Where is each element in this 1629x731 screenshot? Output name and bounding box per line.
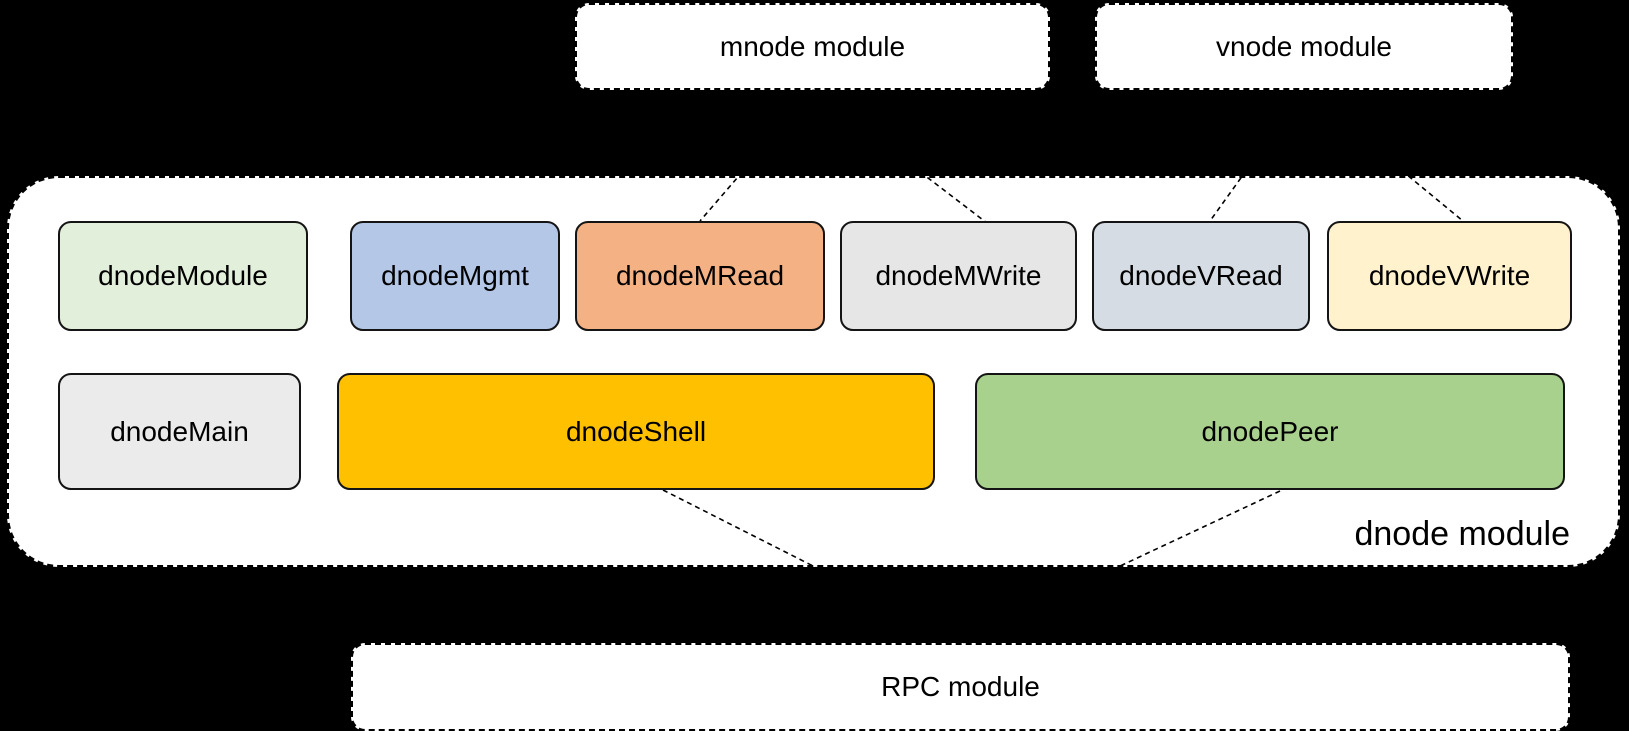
box-dnode-peer-label: dnodePeer bbox=[1201, 415, 1339, 447]
box-dnode-vread-label: dnodeVRead bbox=[1119, 260, 1283, 291]
box-dnode-vwrite-label: dnodeVWrite bbox=[1368, 260, 1531, 291]
box-dnode-mgmt: dnodeMgmt bbox=[350, 221, 560, 331]
box-dnode-vread: dnodeVRead bbox=[1092, 221, 1310, 331]
box-dnode-shell: dnodeShell bbox=[337, 373, 935, 490]
box-dnode-main-label: dnodeMain bbox=[110, 415, 249, 447]
box-dnode-mgmt-label: dnodeMgmt bbox=[381, 260, 529, 291]
rpc-module-box: RPC module bbox=[351, 643, 1570, 731]
dnode-module-label: dnode module bbox=[1354, 515, 1570, 553]
box-dnode-mwrite-label: dnodeMWrite bbox=[875, 260, 1042, 291]
box-dnode-mwrite: dnodeMWrite bbox=[840, 221, 1077, 331]
box-dnode-vwrite: dnodeVWrite bbox=[1327, 221, 1572, 331]
box-dnode-shell-label: dnodeShell bbox=[565, 415, 707, 447]
vnode-module-box: vnode module bbox=[1095, 3, 1513, 90]
box-dnode-mread: dnodeMRead bbox=[575, 221, 825, 331]
box-dnode-module-label: dnodeModule bbox=[98, 260, 268, 291]
box-dnode-main: dnodeMain bbox=[58, 373, 301, 490]
box-dnode-peer: dnodePeer bbox=[975, 373, 1565, 490]
box-dnode-mread-label: dnodeMRead bbox=[615, 260, 785, 291]
box-dnode-module: dnodeModule bbox=[58, 221, 308, 331]
vnode-module-label: vnode module bbox=[1216, 30, 1392, 62]
mnode-module-label: mnode module bbox=[719, 30, 906, 62]
mnode-module-box: mnode module bbox=[575, 3, 1050, 90]
rpc-module-label: RPC module bbox=[881, 671, 1040, 702]
